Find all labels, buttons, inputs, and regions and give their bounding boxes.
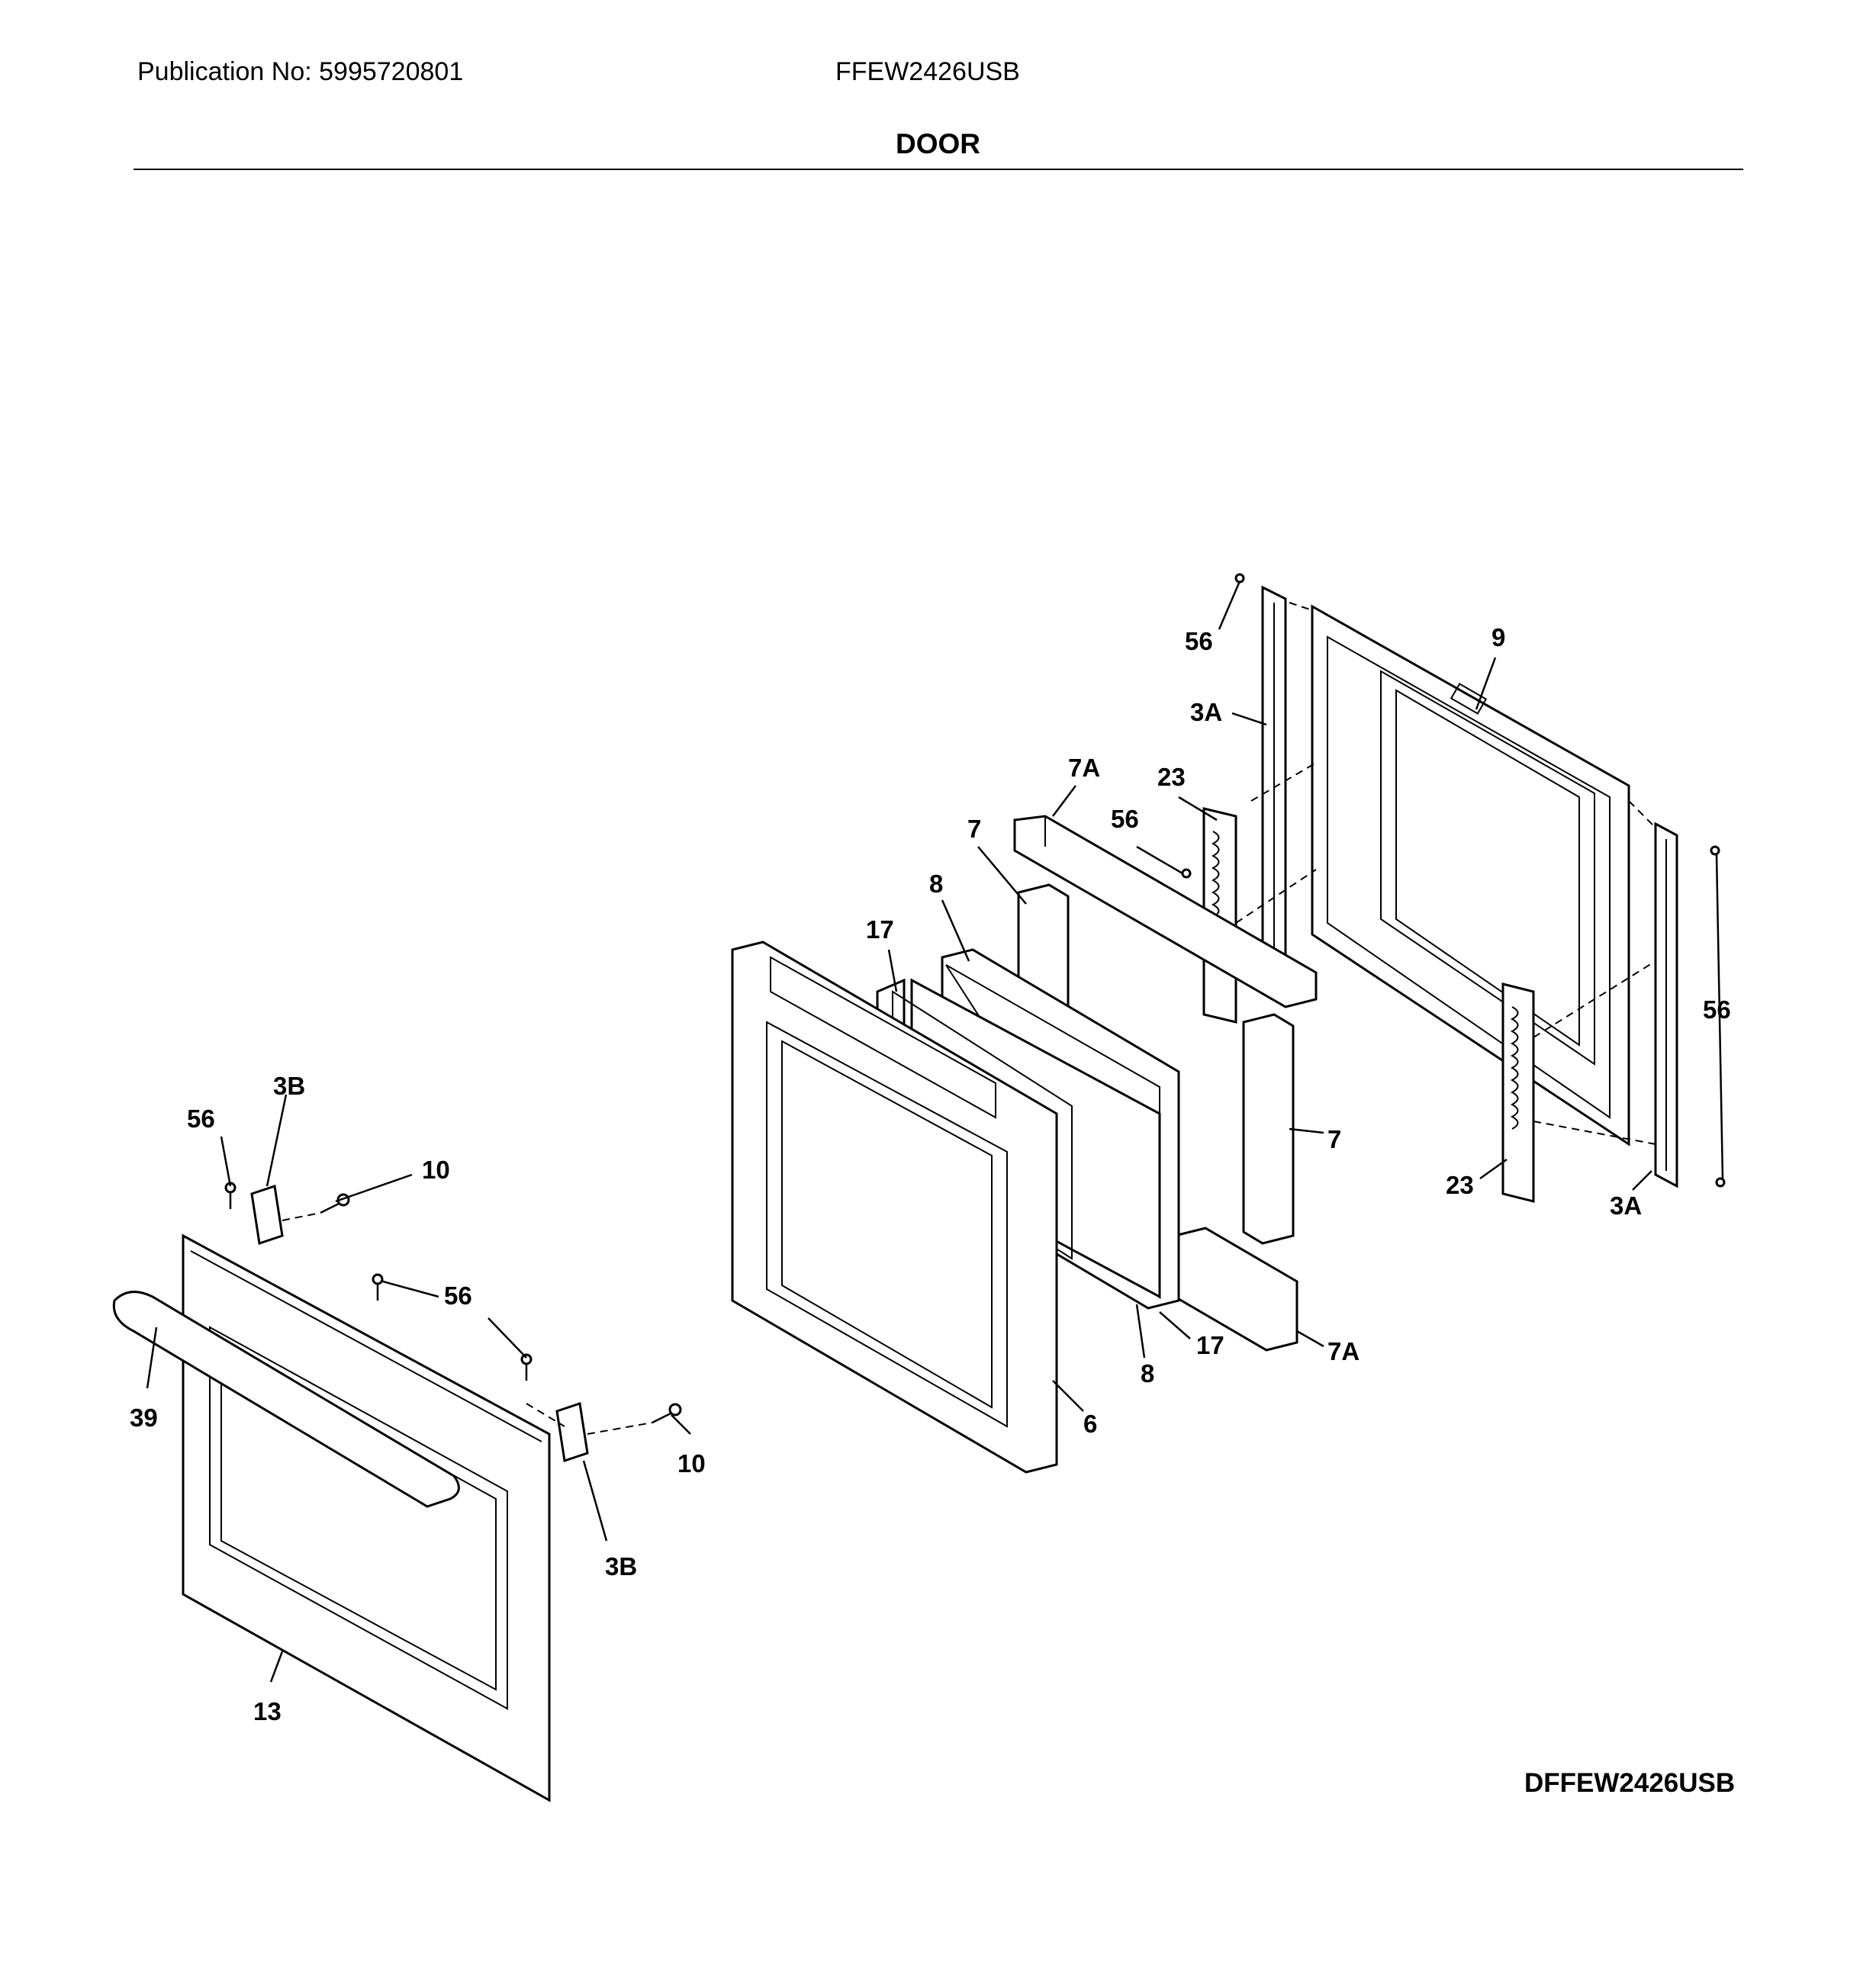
callout-10-top: 10 [422, 1156, 450, 1184]
hinge-lower [1501, 982, 1535, 1203]
callout-3B-bottom: 3B [605, 1552, 637, 1581]
side-bracket-bottom [555, 1402, 589, 1462]
insulation-strip-bottom [1173, 1227, 1298, 1352]
model-number: FFEW2426USB [835, 57, 1020, 86]
screw-56-mid [1181, 868, 1192, 879]
callout-7-right: 7 [1327, 1125, 1341, 1153]
screw-56-front-right [520, 1353, 533, 1381]
screw-56-left [224, 1182, 237, 1209]
insulation-strip-top [1013, 815, 1318, 1008]
callout-labels: 56 9 3A 7A 23 56 7 8 17 56 7 23 3A 17 7A… [130, 623, 1731, 1725]
section-title: DOOR [896, 128, 980, 159]
outer-door-panel [182, 1233, 551, 1802]
insulation-block-right [1242, 1013, 1295, 1245]
callout-7A-bottom: 7A [1327, 1337, 1360, 1365]
callout-8-bottom: 8 [1141, 1359, 1154, 1388]
screw-56-top [1234, 573, 1245, 584]
callout-10-bottom: 10 [677, 1449, 706, 1478]
inner-door-liner [1311, 604, 1630, 1146]
callout-56-left: 56 [187, 1105, 215, 1133]
screw-56-right-pair [1710, 845, 1726, 1188]
callout-17-bottom: 17 [1196, 1331, 1224, 1359]
callout-7A-top: 7A [1068, 754, 1100, 782]
callout-56-front: 56 [444, 1281, 472, 1310]
callout-6: 6 [1083, 1410, 1097, 1438]
callout-13: 13 [253, 1697, 282, 1725]
door-frame [731, 941, 1058, 1474]
publication-number: Publication No: 5995720801 [137, 57, 464, 86]
callout-56-top: 56 [1185, 627, 1213, 655]
callout-8-top: 8 [929, 870, 943, 898]
door-handle [112, 1291, 460, 1508]
leader-lines [146, 580, 1724, 1683]
callout-3B-top: 3B [273, 1072, 305, 1100]
callout-3A-top: 3A [1190, 698, 1222, 726]
alignment-lines [282, 602, 1656, 1435]
callout-9: 9 [1491, 623, 1505, 651]
header-divider [134, 169, 1743, 170]
callout-56-right: 56 [1703, 995, 1731, 1024]
callout-3A-bottom: 3A [1610, 1191, 1642, 1220]
hinge-channel-top [1261, 585, 1287, 986]
screw-56-front [372, 1273, 384, 1301]
side-bracket-top [250, 1185, 284, 1245]
callout-23-top: 23 [1157, 763, 1186, 791]
screw-10-top [320, 1193, 350, 1214]
diagram-code: DFFEW2426USB [1524, 1768, 1736, 1798]
callout-23-bottom: 23 [1446, 1171, 1474, 1199]
screw-10-bottom [652, 1403, 682, 1424]
callout-39: 39 [130, 1404, 158, 1432]
callout-56-mid: 56 [1111, 805, 1139, 833]
callout-17-top: 17 [866, 915, 894, 944]
hinge-channel-bottom [1654, 822, 1678, 1188]
callout-7-top: 7 [967, 815, 981, 843]
